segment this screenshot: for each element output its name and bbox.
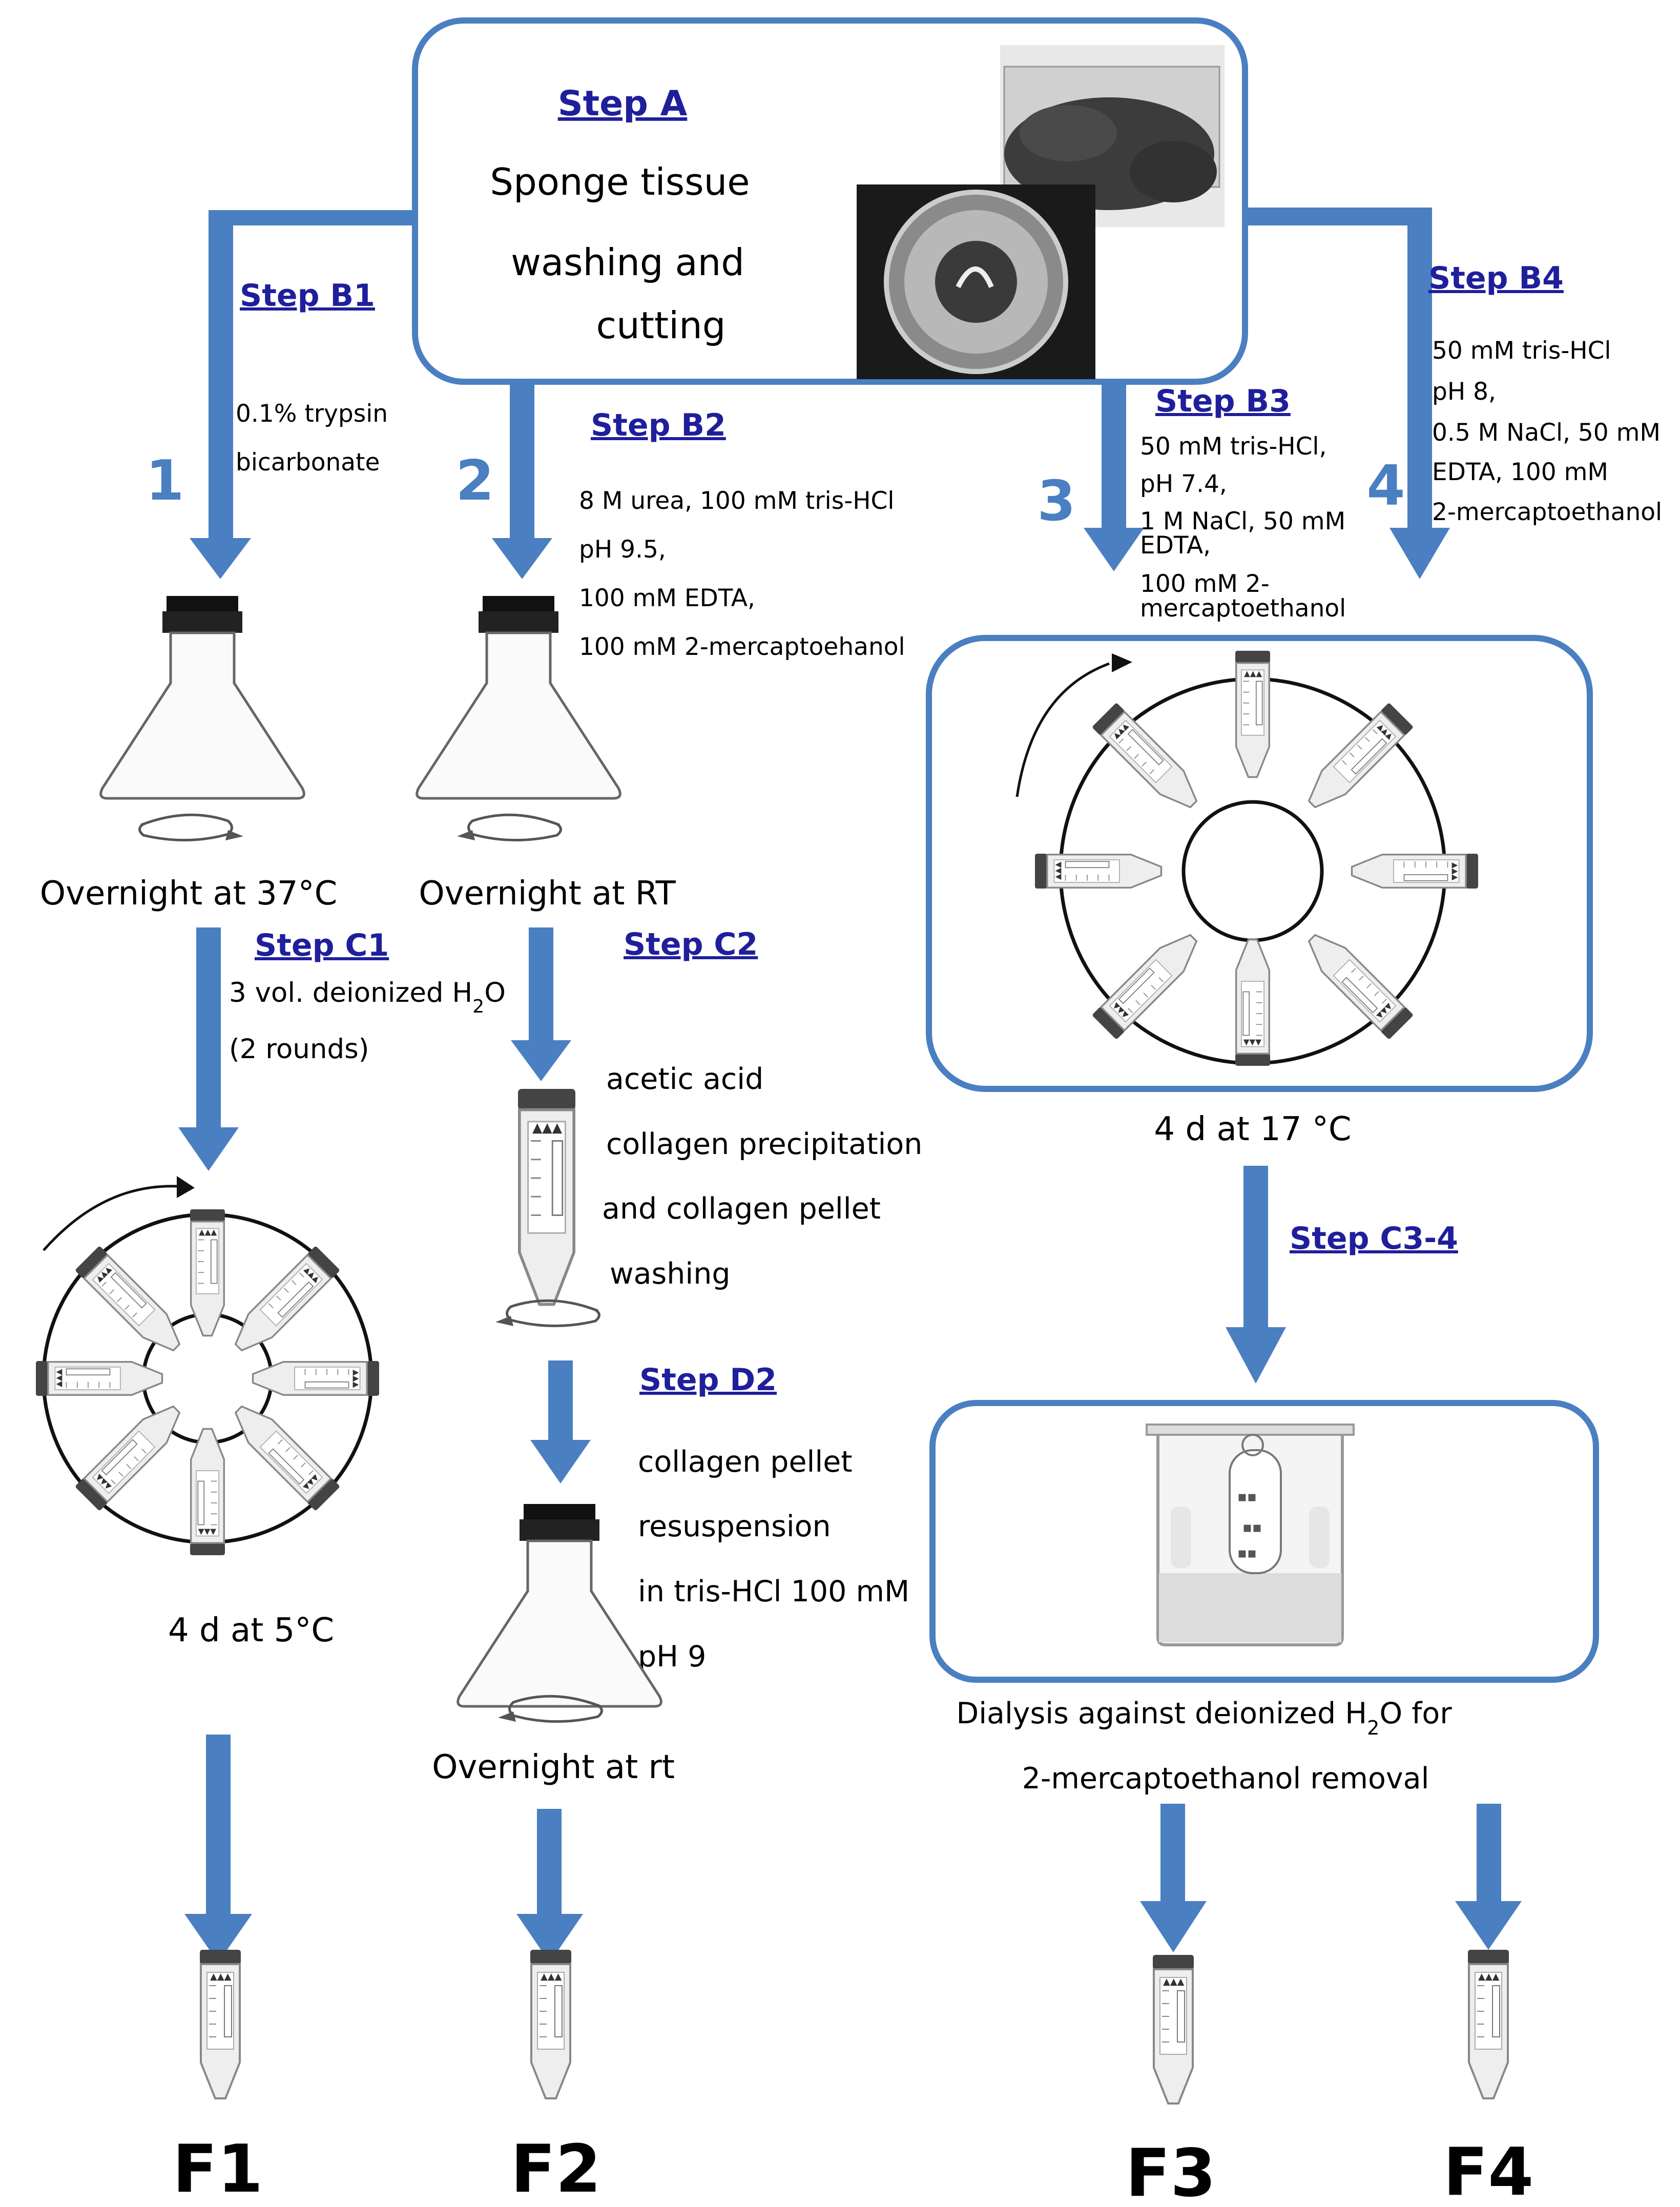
- step-b1-label: Step B1: [240, 278, 375, 314]
- petri-dish-photo: [857, 184, 1095, 379]
- step-b1-line-1: 0.1% trypsin: [236, 400, 388, 428]
- svg-text:▪▪: ▪▪: [1242, 1519, 1262, 1536]
- step-c34-label: Step C3-4: [1290, 1221, 1458, 1256]
- path2-incubation: Overnight at RT: [419, 875, 676, 913]
- step-b4-line-5: 2-mercaptoethanol: [1432, 498, 1662, 526]
- step-b3-line-2: pH 7.4,: [1140, 470, 1227, 498]
- fraction-f3-tube: [1152, 1954, 1195, 2105]
- path1-arrow-top: [190, 210, 415, 579]
- dialysis-box: [929, 1400, 1599, 1683]
- step-b4-line-1: 50 mM tris-HCl: [1432, 337, 1611, 365]
- fraction-f4: F4: [1443, 2134, 1534, 2207]
- path1-incubation: Overnight at 37°C: [40, 875, 338, 913]
- dialysis-line-1: Dialysis against deionized H2O for: [956, 1697, 1452, 1739]
- step-b3-line-1: 50 mM tris-HCl,: [1140, 432, 1326, 461]
- path3-number: 3: [1037, 469, 1075, 533]
- dialysis-line-2: 2-mercaptoethanol removal: [1022, 1762, 1429, 1796]
- step-c1-line-2: (2 rounds): [229, 1034, 369, 1065]
- path34-rotation-label: 4 d at 17 °C: [1154, 1110, 1351, 1148]
- step-d2-line-2: resuspension: [638, 1510, 831, 1543]
- step-b4-line-3: 0.5 M NaCl, 50 mM: [1432, 419, 1661, 447]
- path1-rotator: [35, 1176, 380, 1556]
- step-c2-line-4: washing: [610, 1257, 731, 1291]
- dialysis-beaker-icon: ▪▪ ▪▪ ▪▪: [1146, 1424, 1355, 1646]
- step-a-box: [412, 17, 1248, 385]
- path2-number: 2: [455, 449, 494, 513]
- path2-flask-2: [458, 1504, 661, 1706]
- step-c2-label: Step C2: [624, 926, 758, 962]
- step-b3-line-3: 1 M NaCl, 50 mM: [1140, 507, 1345, 535]
- step-b4-line-2: pH 8,: [1432, 378, 1496, 406]
- step-c1-line-1: 3 vol. deionized H2O: [229, 977, 506, 1017]
- path34-rotator: [1015, 650, 1479, 1067]
- svg-text:▪▪: ▪▪: [1237, 1488, 1257, 1505]
- step-d2-line-1: collagen pellet: [638, 1445, 853, 1479]
- step-d2-line-3: in tris-HCl 100 mM: [638, 1575, 909, 1608]
- step-b2-line-1: 8 M urea, 100 mM tris-HCl: [579, 487, 894, 515]
- fraction-f2-tube: [529, 1949, 572, 2099]
- step-a-label: Step A: [558, 84, 688, 124]
- step-b3-line-5: 100 mM 2-: [1140, 570, 1270, 598]
- fraction-f1-tube: [199, 1949, 242, 2099]
- path2-tube: [518, 1089, 575, 1305]
- path34-arrow-c: [1226, 1166, 1286, 1384]
- path4-number: 4: [1366, 454, 1405, 518]
- path3-arrow-final: [1140, 1804, 1207, 1952]
- step-a-line-1: Sponge tissue: [490, 160, 750, 203]
- step-a-line-2: washing and: [511, 241, 744, 284]
- path2-rotation-icon: [457, 815, 561, 840]
- path2-arrow-final: [516, 1809, 583, 1963]
- step-c2-line-3: and collagen pellet: [602, 1192, 881, 1226]
- path1-arrow-final: [184, 1735, 252, 1963]
- path4-arrow-top: [1245, 208, 1450, 579]
- path3-arrow-top: [1084, 382, 1144, 571]
- step-b3-line-4: EDTA,: [1140, 531, 1211, 560]
- step-c1-label: Step C1: [255, 927, 389, 963]
- step-b3-label: Step B3: [1155, 383, 1291, 419]
- step-d2-label: Step D2: [639, 1362, 777, 1398]
- fraction-f3: F3: [1126, 2135, 1216, 2207]
- step-c2-line-1: acetic acid: [606, 1062, 763, 1096]
- svg-text:▪▪: ▪▪: [1237, 1544, 1257, 1561]
- fraction-f1: F1: [173, 2131, 263, 2207]
- step-b2-label: Step B2: [591, 407, 726, 443]
- path1-number: 1: [146, 449, 184, 513]
- step-b2-line-4: 100 mM 2-mercaptoehanol: [579, 633, 905, 661]
- path1-rotation-label: 4 d at 5°C: [168, 1612, 334, 1649]
- path2-incubation-2: Overnight at rt: [432, 1748, 675, 1786]
- path1-flask: [101, 596, 304, 798]
- step-a-line-3: cutting: [596, 304, 725, 347]
- step-b3-line-6: mercaptoethanol: [1140, 594, 1346, 623]
- rotator-box: [926, 635, 1593, 1092]
- path2-arrow-c2: [511, 927, 571, 1081]
- step-b4-label: Step B4: [1428, 260, 1564, 296]
- path1-arrow-c1: [178, 927, 239, 1171]
- path2-flask: [417, 596, 620, 798]
- step-b2-line-2: pH 9.5,: [579, 535, 666, 564]
- step-b4-line-4: EDTA, 100 mM: [1432, 458, 1608, 486]
- step-c2-line-2: collagen precipitation: [606, 1127, 922, 1161]
- fraction-f2: F2: [511, 2131, 602, 2207]
- fraction-f4-tube: [1467, 1949, 1510, 2099]
- step-d2-line-4: pH 9: [638, 1640, 706, 1674]
- path1-rotation-icon: [140, 815, 244, 840]
- step-b1-line-2: bicarbonate: [236, 448, 380, 477]
- path2-arrow-top: [492, 382, 552, 579]
- step-b2-line-3: 100 mM EDTA,: [579, 584, 755, 612]
- path2-arrow-d2: [530, 1360, 591, 1483]
- path4-arrow-final: [1455, 1804, 1522, 1950]
